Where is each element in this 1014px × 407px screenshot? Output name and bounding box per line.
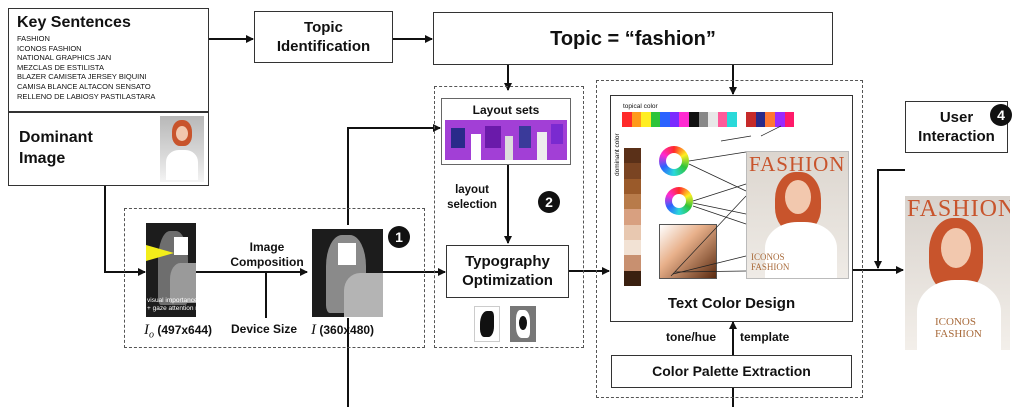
final-magazine-title: FASHION — [907, 196, 1010, 222]
tone-hue-label: tone/hue — [666, 330, 716, 344]
typography-result-thumb-2 — [510, 306, 536, 342]
key-sentence-line: ICONOS FASHION — [17, 43, 82, 53]
image-composition-label: Image Composition — [230, 240, 304, 269]
key-sentences-list: FASHION ICONOS FASHION NATIONAL GRAPHICS… — [17, 34, 155, 101]
saliency-caption: visual importance map + gaze attention m… — [147, 297, 196, 312]
composed-image — [312, 229, 383, 317]
dominant-color-palette — [624, 148, 641, 286]
topical-color-label: topical color — [623, 103, 658, 110]
text-color-design-label: Text Color Design — [667, 295, 796, 312]
user-interaction-label: User Interaction — [918, 109, 995, 145]
layout-selection-label: layout selection — [447, 184, 497, 211]
topic-identification-label: Topic Identification — [276, 19, 371, 55]
stage4-badge: 4 — [990, 104, 1012, 126]
color-mapping-lines — [670, 125, 782, 277]
composed-image-label: I (360x480) — [311, 322, 375, 338]
device-size-label: Device Size — [231, 322, 298, 336]
typography-optimization-box: Typography Optimization — [446, 245, 569, 298]
magazine-cover-text: ICONOS FASHION — [751, 252, 790, 272]
color-palette-extraction-label: Color Palette Extraction — [652, 363, 811, 379]
key-sentences-box: Key Sentences FASHION ICONOS FASHION NAT… — [8, 8, 209, 112]
dominant-image-label: Dominant Image — [19, 129, 93, 167]
magazine-cover-preview: FASHION ICONOS FASHION — [746, 151, 849, 279]
topic-label: Topic = “fashion” — [550, 28, 716, 50]
key-sentence-line: CAMISA BLANCE ALTACON SENSATO — [17, 81, 151, 91]
color-palette-extraction-box: Color Palette Extraction — [611, 355, 852, 388]
topical-color-palette — [622, 112, 795, 127]
key-sentence-line: BLAZER CAMISETA JERSEY BIQUINI — [17, 72, 147, 82]
stage3-region — [596, 80, 863, 398]
layout-sets-thumbnails — [445, 120, 567, 160]
final-magazine-text: ICONOS FASHION — [935, 316, 982, 340]
tone-gradient-plot — [659, 224, 717, 279]
key-sentence-line: RELLENO DE LABIOSY PASTILASTARA — [17, 91, 156, 101]
topic-box: Topic = “fashion” — [433, 12, 833, 65]
key-sentence-line: NATIONAL GRAPHICS JAN — [17, 53, 112, 63]
template-label: template — [740, 330, 790, 344]
typography-optimization-label: Typography Optimization — [462, 253, 553, 289]
text-color-design-box: topical color dominant color FASHION — [610, 95, 853, 322]
topic-identification-box: Topic Identification — [254, 11, 393, 63]
dominant-image-thumbnail — [160, 116, 204, 182]
final-magazine-cover: FASHION ICONOS FASHION — [905, 196, 1010, 350]
stage1-badge: 1 — [388, 226, 410, 248]
layout-sets-box: Layout sets — [441, 98, 571, 165]
stage2-badge: 2 — [538, 191, 560, 213]
key-sentence-line: FASHION — [17, 34, 50, 43]
key-sentence-line: MEZCLAS DE ESTILISTA — [17, 62, 104, 72]
stage2-region — [434, 86, 584, 348]
dominant-image-box: Dominant Image — [8, 112, 209, 186]
typography-result-thumb-1 — [474, 306, 500, 342]
layout-sets-label: Layout sets — [472, 103, 540, 117]
original-image-saliency: visual importance map + gaze attention m… — [146, 223, 196, 317]
original-image-label: Io (497x644) — [144, 322, 213, 341]
hue-wheel-1 — [659, 146, 689, 176]
key-sentences-title: Key Sentences — [17, 14, 131, 31]
hue-wheel-2 — [665, 187, 693, 215]
stage1-region — [124, 208, 425, 348]
